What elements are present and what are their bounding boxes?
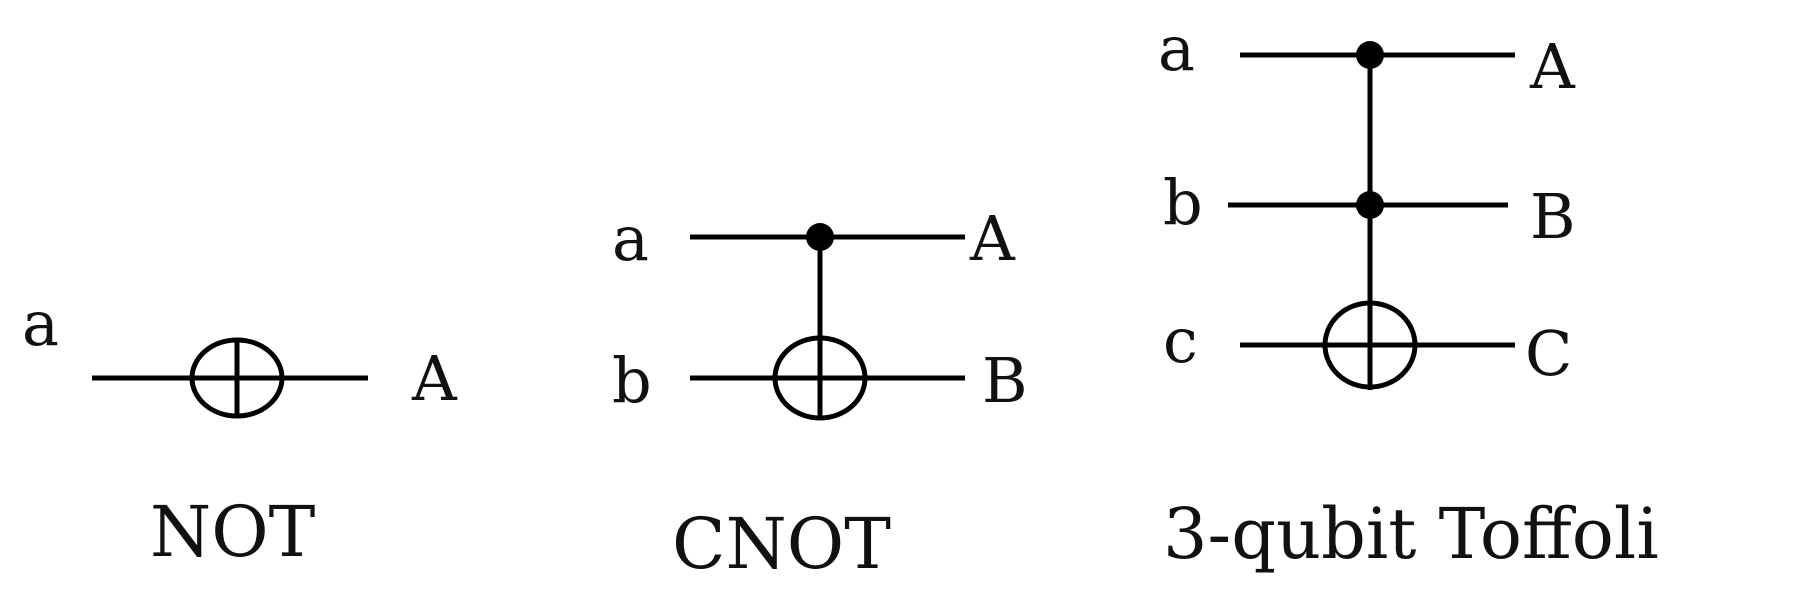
toffoli-input-b-label: b [1163, 166, 1203, 239]
toffoli-gate-title: 3-qubit Toffoli [1163, 493, 1659, 575]
not-gate-title: NOT [150, 491, 315, 573]
toffoli-target-icon [1322, 300, 1418, 390]
not-output-a-label: A [411, 342, 458, 415]
toffoli-control-dot-b-icon [1356, 191, 1384, 219]
cnot-gate: a b A B CNOT [612, 202, 1028, 585]
not-gate: a A NOT [22, 287, 458, 573]
toffoli-control-dot-a-icon [1356, 41, 1384, 69]
not-input-a-label: a [22, 287, 59, 360]
cnot-target-icon [772, 335, 868, 421]
cnot-input-a-label: a [612, 202, 649, 275]
toffoli-output-b-label: B [1530, 180, 1576, 253]
not-target-icon [189, 337, 285, 419]
toffoli-input-c-label: c [1163, 304, 1198, 377]
toffoli-input-a-label: a [1158, 12, 1195, 85]
cnot-gate-title: CNOT [672, 503, 891, 585]
toffoli-output-a-label: A [1529, 30, 1576, 103]
cnot-control-dot-icon [806, 223, 834, 251]
toffoli-output-c-label: C [1525, 317, 1572, 390]
toffoli-gate: a b c A B C 3-qubit Toffoli [1158, 12, 1659, 575]
cnot-input-b-label: b [612, 344, 652, 417]
cnot-output-b-label: B [982, 344, 1028, 417]
cnot-output-a-label: A [969, 202, 1016, 275]
